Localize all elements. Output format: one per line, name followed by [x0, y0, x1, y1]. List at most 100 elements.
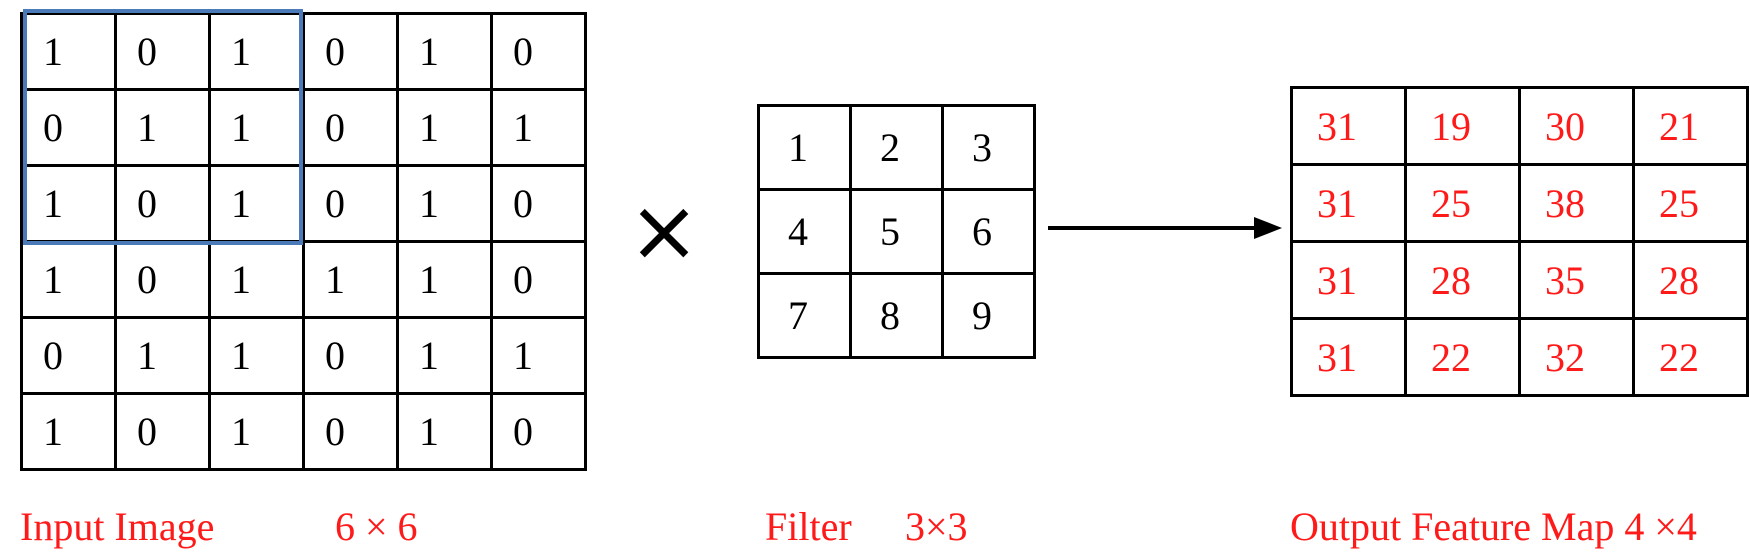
input-cell-value: 0 [325, 333, 345, 378]
filter-cell-value: 9 [972, 293, 992, 338]
input-cell: 1 [208, 164, 305, 243]
input-cell: 0 [302, 88, 399, 167]
input-cell-value: 1 [419, 105, 439, 150]
input-cell: 1 [114, 88, 211, 167]
input-cell-value: 0 [137, 181, 157, 226]
input-cell: 0 [490, 12, 587, 91]
output-feature-map-label: Output Feature Map 4 ×4 [1290, 504, 1697, 549]
filter-cell: 7 [757, 272, 852, 359]
input-cell: 1 [114, 316, 211, 395]
input-cell-value: 0 [137, 409, 157, 454]
output-cell-value: 25 [1431, 180, 1471, 226]
input-cell: 1 [396, 316, 493, 395]
input-cell-value: 0 [325, 181, 345, 226]
input-cell: 1 [396, 88, 493, 167]
output-cell: 22 [1404, 317, 1521, 397]
filter-cell: 2 [849, 104, 944, 191]
input-cell: 1 [396, 240, 493, 319]
input-cell-value: 1 [43, 257, 63, 302]
output-cell-value: 31 [1317, 180, 1357, 226]
input-cell-value: 1 [43, 29, 63, 74]
output-cell: 31 [1290, 317, 1407, 397]
input-grid-row: 1 0 1 0 1 0 [20, 392, 587, 471]
output-cell-value: 32 [1545, 334, 1585, 380]
filter-cell: 5 [849, 188, 944, 275]
output-cell: 28 [1404, 240, 1521, 320]
input-cell-value: 1 [419, 181, 439, 226]
input-cell-value: 1 [231, 29, 251, 74]
input-cell: 0 [20, 88, 117, 167]
input-cell-value: 0 [513, 257, 533, 302]
filter-grid-row: 7 8 9 [757, 272, 1036, 359]
input-cell: 0 [490, 392, 587, 471]
input-cell: 0 [302, 316, 399, 395]
output-cell-value: 28 [1431, 257, 1471, 303]
input-cell-value: 1 [137, 105, 157, 150]
output-cell-value: 25 [1659, 180, 1699, 226]
filter-cell-value: 7 [788, 293, 808, 338]
input-image-label: Input Image [20, 504, 215, 549]
output-cell-value: 21 [1659, 103, 1699, 149]
input-image-size: 6 × 6 [335, 504, 418, 549]
input-cell: 1 [20, 164, 117, 243]
output-cell: 31 [1290, 86, 1407, 166]
input-cell: 1 [396, 392, 493, 471]
input-cell: 1 [396, 12, 493, 91]
input-cell-value: 1 [231, 105, 251, 150]
filter-cell: 8 [849, 272, 944, 359]
input-cell: 1 [208, 392, 305, 471]
input-cell-value: 1 [419, 409, 439, 454]
input-cell: 0 [114, 392, 211, 471]
input-cell-value: 0 [325, 409, 345, 454]
input-cell: 1 [396, 164, 493, 243]
input-cell: 1 [20, 240, 117, 319]
input-cell-value: 1 [231, 333, 251, 378]
input-cell-value: 1 [231, 181, 251, 226]
filter-window-highlight [23, 9, 303, 245]
output-cell-value: 19 [1431, 103, 1471, 149]
output-cell: 25 [1404, 163, 1521, 243]
filter-cell: 9 [941, 272, 1036, 359]
output-cell: 30 [1518, 86, 1635, 166]
input-cell: 0 [20, 316, 117, 395]
output-cell-value: 31 [1317, 257, 1357, 303]
multiply-icon: × [628, 181, 701, 281]
output-cell-value: 31 [1317, 103, 1357, 149]
output-cell: 21 [1632, 86, 1749, 166]
arrow-right-icon [1048, 217, 1282, 239]
output-cell: 31 [1290, 163, 1407, 243]
output-cell-value: 38 [1545, 180, 1585, 226]
input-cell: 0 [490, 164, 587, 243]
input-cell-value: 1 [419, 29, 439, 74]
input-cell-value: 1 [419, 333, 439, 378]
filter-cell-value: 8 [880, 293, 900, 338]
input-cell-value: 0 [513, 181, 533, 226]
output-cell: 38 [1518, 163, 1635, 243]
input-cell-value: 1 [231, 409, 251, 454]
filter-cell: 3 [941, 104, 1036, 191]
input-grid-row: 1 0 1 0 1 0 [20, 164, 587, 243]
input-cell-value: 0 [513, 29, 533, 74]
input-cell: 1 [20, 12, 117, 91]
filter-cell: 4 [757, 188, 852, 275]
input-cell-value: 1 [43, 181, 63, 226]
input-cell: 1 [302, 240, 399, 319]
input-cell: 0 [114, 12, 211, 91]
input-cell: 1 [208, 240, 305, 319]
input-cell: 0 [302, 164, 399, 243]
input-cell: 1 [208, 316, 305, 395]
input-cell-value: 1 [325, 257, 345, 302]
output-cell: 25 [1632, 163, 1749, 243]
input-cell: 1 [20, 392, 117, 471]
output-cell-value: 22 [1431, 334, 1471, 380]
input-cell-value: 1 [513, 105, 533, 150]
input-cell-value: 1 [43, 409, 63, 454]
